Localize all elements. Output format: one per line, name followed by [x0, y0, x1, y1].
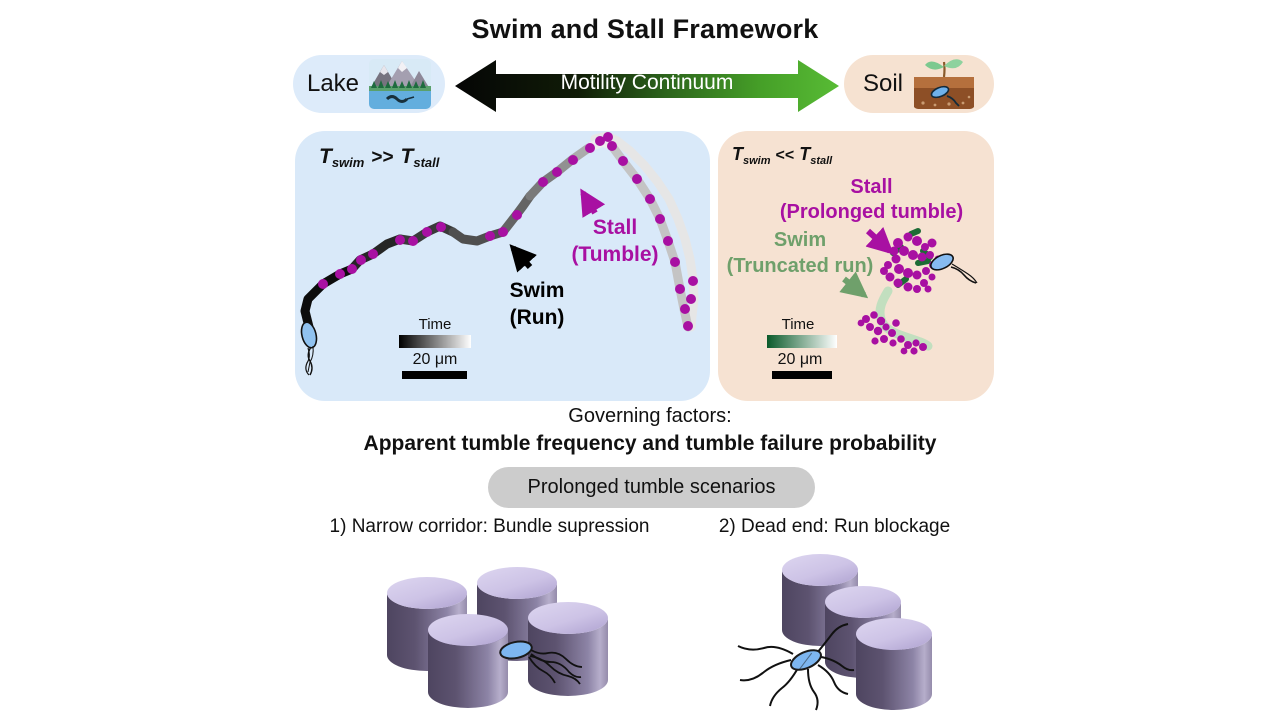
motility-continuum-arrow — [455, 60, 839, 112]
scalebar-label: 20 μm — [412, 351, 458, 368]
bacterium-icon — [300, 321, 318, 376]
figure-title: Swim and Stall Framework — [471, 14, 819, 44]
lake-badge-label: Lake — [306, 70, 360, 97]
swim-arrow — [509, 244, 537, 273]
stall-tumble-label: Stall (Tumble) — [571, 216, 659, 266]
governing-factors-line1: Governing factors: — [568, 405, 732, 427]
soil-panel: Tswim<<Tstall Stall (Prolonged tumble) S… — [718, 131, 994, 401]
scalebar — [402, 371, 467, 379]
scenario-2-label: 2) Dead end: Run blockage — [718, 516, 951, 537]
lake-condition: Tswim>>Tstall — [319, 145, 440, 170]
stall-prolonged-tumble-label: Stall (Prolonged tumble) — [779, 176, 964, 223]
pillar — [528, 602, 608, 696]
soil-badge: Soil — [844, 55, 994, 113]
time-colorbar — [399, 335, 471, 348]
stall-dots — [318, 132, 698, 331]
lake-panel: Tswim>>Tstall Stall (Tumble) Swim (Run) … — [295, 131, 710, 401]
time-colorbar-label: Time — [418, 316, 452, 333]
motility-continuum-label: Motility Continuum — [560, 71, 734, 94]
plant-soil-icon — [913, 59, 976, 109]
scalebar — [772, 371, 832, 379]
stall-cluster — [880, 232, 942, 293]
bacterium-icon — [930, 253, 978, 284]
governing-factors-line2: Apparent tumble frequency and tumble fai… — [363, 432, 937, 455]
bacterium-icon — [499, 640, 583, 685]
lake-trajectory — [300, 131, 699, 376]
stall-arrow — [580, 188, 606, 218]
swim-truncated-run-label: Swim (Truncated run) — [726, 229, 874, 277]
bacterium-icon — [737, 623, 855, 711]
pillar — [428, 614, 508, 708]
prolonged-tumble-scenarios-header: Prolonged tumble scenarios — [488, 467, 815, 508]
pillar — [856, 618, 932, 710]
soil-condition: Tswim<<Tstall — [732, 144, 833, 167]
swim-arrow — [839, 271, 869, 299]
stall-cluster-lower — [857, 311, 927, 355]
narrow-corridor-illustration — [387, 567, 608, 708]
mountain-lake-icon — [369, 59, 432, 109]
stall-arrow — [865, 227, 894, 255]
soil-badge-label: Soil — [862, 70, 904, 97]
swim-run-label: Swim (Run) — [509, 279, 565, 329]
time-colorbar — [767, 335, 837, 348]
time-colorbar-label: Time — [781, 316, 815, 333]
soil-trajectory — [839, 227, 978, 355]
scenario-1-label: 1) Narrow corridor: Bundle supression — [329, 516, 650, 537]
lake-badge: Lake — [293, 55, 445, 113]
scalebar-label: 20 μm — [777, 351, 823, 368]
dead-end-illustration — [737, 554, 932, 711]
